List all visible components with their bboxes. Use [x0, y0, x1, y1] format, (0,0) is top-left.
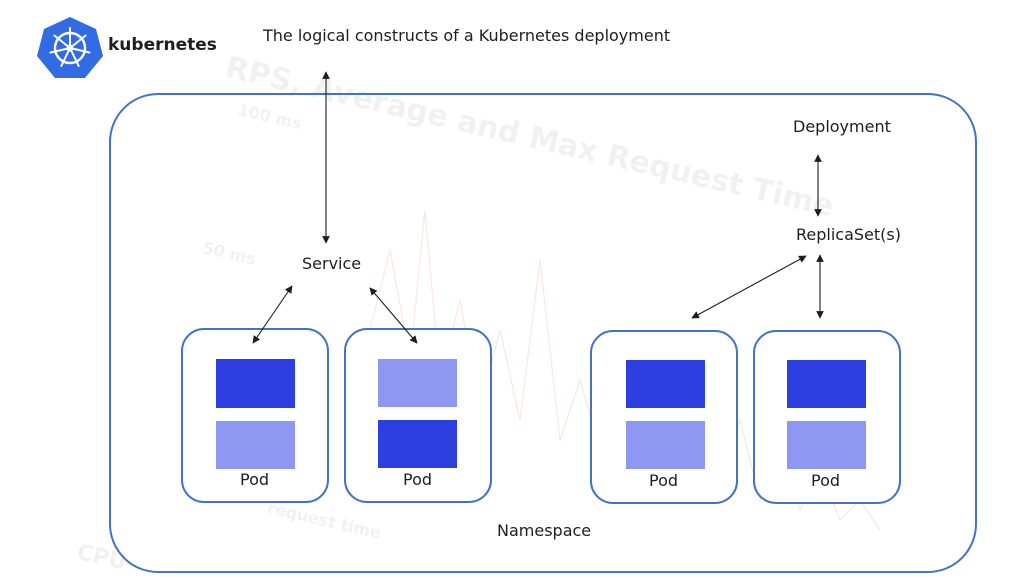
pod-2-container-bottom: [378, 420, 457, 468]
arrow-service-to-pod-2: [369, 287, 418, 344]
namespace-label: Namespace: [497, 521, 592, 540]
pod-4-container-bottom: [787, 421, 866, 469]
deployment-label: Deployment: [793, 117, 891, 136]
service-label: Service: [302, 254, 362, 273]
pod-1-container-top: [216, 359, 295, 408]
replicaset-label: ReplicaSet(s): [796, 225, 901, 244]
namespace-box: [109, 93, 977, 573]
pod-4-container-top: [787, 360, 866, 408]
pod-3-container-bottom: [626, 421, 705, 469]
arrow-service-to-pod-1: [252, 285, 293, 344]
pod-label: Pod: [240, 470, 270, 489]
diagram-title: The logical constructs of a Kubernetes d…: [263, 26, 671, 45]
brand-name: kubernetes: [108, 35, 217, 55]
arrow-replicaset-to-pod-3: [691, 255, 807, 319]
pod-label: Pod: [649, 471, 679, 490]
kubernetes-logo-icon: [37, 17, 103, 78]
pod-2-container-top: [378, 359, 457, 407]
pod-3-container-top: [626, 360, 705, 408]
pod-1-container-bottom: [216, 421, 295, 469]
pod-label: Pod: [403, 470, 433, 489]
pod-label: Pod: [811, 471, 841, 490]
